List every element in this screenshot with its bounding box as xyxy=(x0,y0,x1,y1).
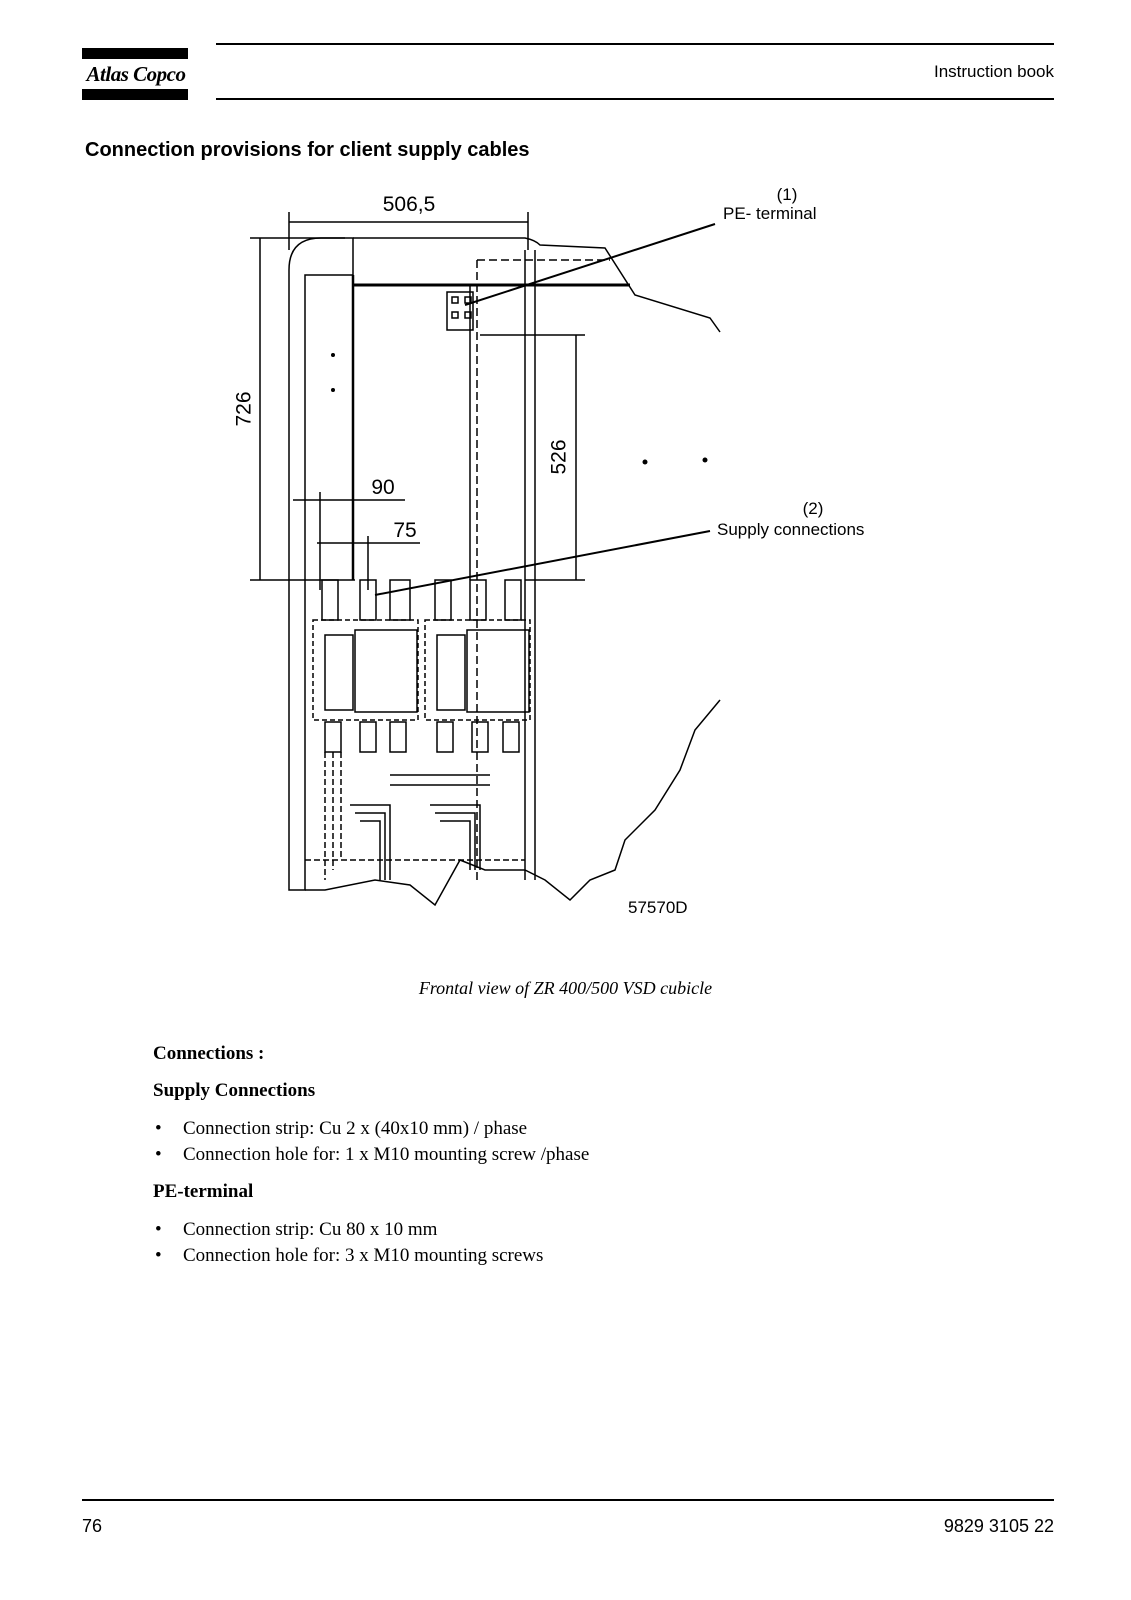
page-number: 76 xyxy=(82,1516,103,1536)
dim-75-label: 75 xyxy=(393,519,416,542)
document-number: 9829 3105 22 xyxy=(943,1516,1054,1536)
callout-1-label: PE- terminal xyxy=(723,204,817,223)
callout-1-number: (1) xyxy=(777,185,798,204)
section-title: Connection provisions for client supply … xyxy=(85,139,530,161)
header-rule-bottom xyxy=(216,98,1054,100)
list-item: Connection strip: Cu 80 x 10 mm xyxy=(153,1217,589,1243)
pe-terminal-heading: PE-terminal xyxy=(153,1181,254,1202)
supply-connections-list: Connection strip: Cu 2 x (40x10 mm) / ph… xyxy=(153,1116,589,1168)
header-rule-top xyxy=(216,43,1054,45)
cubicle-drawing: 506,5 726 526 90 75 (1) PE- terminal (2)… xyxy=(233,185,865,917)
connections-heading: Connections : xyxy=(153,1043,265,1064)
callout-2-number: (2) xyxy=(803,499,824,518)
footer-rule xyxy=(82,1499,1054,1501)
logo-bar-bottom xyxy=(82,89,188,100)
connections-section: Connections : Supply Connections Connect… xyxy=(153,1042,589,1281)
logo-bar-top xyxy=(82,48,188,59)
pe-terminal-list: Connection strip: Cu 80 x 10 mm Connecti… xyxy=(153,1217,589,1269)
dim-90-label: 90 xyxy=(371,476,394,499)
brand-logo: Atlas Copco xyxy=(86,62,186,86)
list-item: Connection hole for: 1 x M10 mounting sc… xyxy=(153,1142,589,1168)
dim-height-label: 726 xyxy=(233,391,256,426)
dim-width-label: 506,5 xyxy=(383,193,436,216)
list-item: Connection strip: Cu 2 x (40x10 mm) / ph… xyxy=(153,1116,589,1142)
supply-connections-heading: Supply Connections xyxy=(153,1080,316,1101)
callout-2-label: Supply connections xyxy=(717,520,864,539)
list-item: Connection hole for: 3 x M10 mounting sc… xyxy=(153,1243,589,1269)
dim-inner-height-label: 526 xyxy=(548,439,571,474)
header-title: Instruction book xyxy=(933,62,1054,81)
drawing-id: 57570D xyxy=(628,898,688,917)
figure-caption: Frontal view of ZR 400/500 VSD cubicle xyxy=(418,978,713,998)
